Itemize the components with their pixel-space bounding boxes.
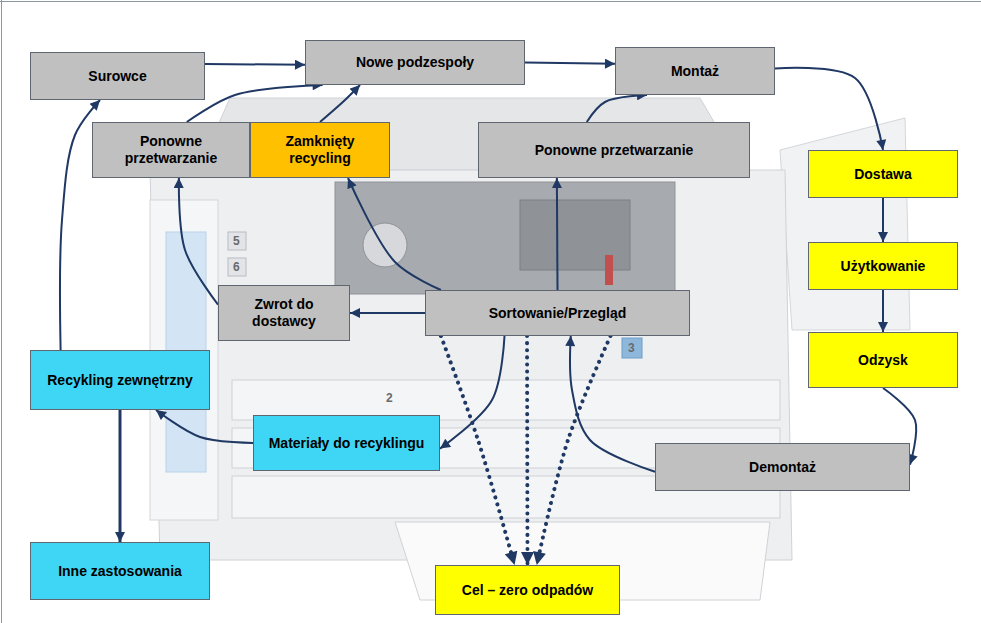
stage-box: Użytkowanie [808, 242, 958, 290]
mechanism [335, 182, 675, 294]
waste-flow-arrow [441, 336, 515, 565]
paper-drawer [232, 380, 780, 420]
process-box: Ponowne przetwarzanie [92, 122, 250, 178]
tray-tag [228, 232, 246, 250]
box-label: Demontaż [749, 459, 816, 476]
process-box: Sortowanie/Przegląd [425, 290, 690, 336]
tray-number: 2 [386, 392, 393, 404]
box-label: Ponowne przetwarzanie [101, 133, 241, 167]
flow-arrow [570, 336, 655, 472]
box-label: Montaż [671, 63, 719, 80]
process-box: Zamknięty recycling [250, 122, 390, 178]
box-label: Odzysk [858, 352, 908, 369]
box-label: Użytkowanie [841, 258, 926, 275]
box-label: Materiały do recyklingu [269, 435, 425, 452]
flow-arrow [882, 290, 884, 332]
flow-arrow [350, 312, 425, 314]
tray-number: 3 [628, 342, 635, 354]
waste-flow-arrow [525, 336, 529, 565]
flow-arrow [187, 85, 323, 122]
process-box: Demontaż [655, 443, 910, 491]
stage-box: Odzysk [808, 332, 958, 388]
flow-arrow [775, 68, 883, 150]
recycling-box: Inne zastosowania [30, 542, 210, 600]
box-label: Recykling zewnętrzny [47, 372, 193, 389]
box-label: Ponowne przetwarzanie [535, 142, 694, 159]
flow-arrow [179, 178, 218, 305]
recycling-box: Materiały do recyklingu [253, 415, 440, 471]
flow-arrow [205, 63, 305, 66]
process-box: Zwrot do dostawcy [218, 285, 350, 341]
flow-arrow [882, 198, 884, 242]
red-lever [605, 255, 613, 285]
flow-arrow [525, 63, 615, 64]
toner-unit [520, 200, 630, 270]
flow-arrow [348, 178, 441, 290]
recycling-box: Recykling zewnętrzny [30, 350, 210, 410]
goal-box: Cel – zero odpadów [435, 565, 620, 615]
waste-flow-arrow [537, 336, 611, 565]
box-label: Cel – zero odpadów [462, 582, 593, 599]
box-label: Zamknięty recycling [259, 133, 381, 167]
box-label: Zwrot do dostawcy [227, 296, 341, 330]
process-box: Surowce [30, 52, 205, 100]
tray-tag [228, 258, 246, 276]
frame-line [0, 1, 981, 2]
roller [363, 223, 407, 267]
blue-tag [622, 338, 642, 358]
flow-arrow [440, 336, 505, 449]
copier-body [150, 170, 792, 560]
box-label: Nowe podzespoły [356, 54, 474, 71]
box-label: Inne zastosowania [58, 563, 182, 580]
box-label: Surowce [88, 68, 146, 85]
box-label: Sortowanie/Przegląd [489, 305, 627, 322]
flow-arrow [587, 95, 647, 122]
box-label: Dostawa [854, 166, 912, 183]
stage-box: Dostawa [808, 150, 958, 198]
flow-arrow [320, 85, 360, 122]
tray-number: 5 [233, 235, 240, 247]
process-box: Nowe podzespoły [305, 40, 525, 85]
frame-line [1, 0, 2, 623]
process-box: Ponowne przetwarzanie [478, 122, 750, 178]
flow-arrow [556, 178, 559, 290]
flow-arrow [156, 410, 253, 443]
process-box: Montaż [615, 47, 775, 95]
flow-arrow [119, 410, 122, 542]
tray-number: 6 [233, 261, 240, 273]
